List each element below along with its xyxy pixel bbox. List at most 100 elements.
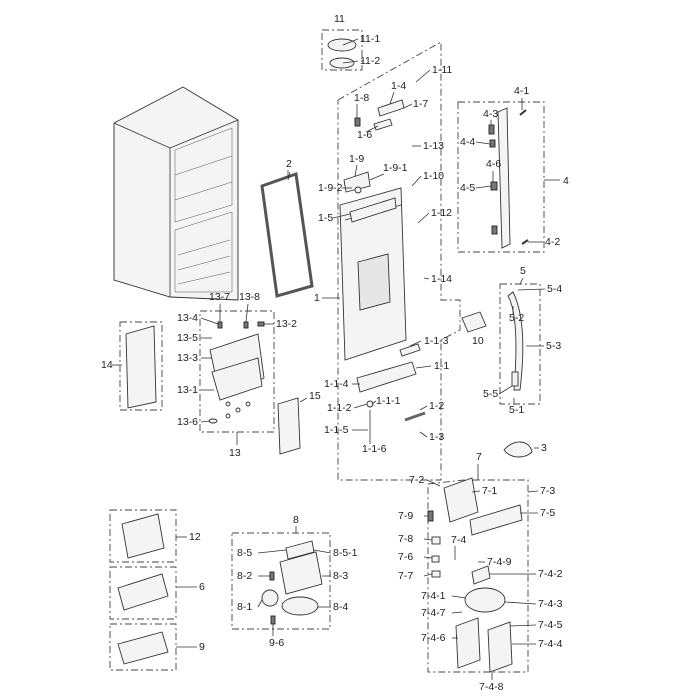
top-cap-parts (327, 38, 357, 69)
door-panel (339, 187, 407, 361)
door-gasket (260, 171, 314, 298)
part-label-1: 1 (314, 292, 320, 304)
part-label-14: 14 (101, 359, 113, 371)
part-label-8-5: 8-5 (237, 547, 252, 559)
dispenser-cover-parts (356, 343, 426, 440)
part-10 (461, 311, 487, 333)
ice-maker-assembly (208, 321, 265, 424)
part-label-1-3: 1-3 (429, 431, 444, 443)
part-label-8-1: 8-1 (237, 601, 252, 613)
part-label-8-3: 8-3 (333, 570, 348, 582)
part-label-2: 2 (286, 158, 292, 170)
part-label-3: 3 (541, 442, 547, 454)
part-label-7-8: 7-8 (398, 533, 413, 545)
part-label-4-6: 4-6 (486, 158, 501, 170)
part-label-7-4-5: 7-4-5 (538, 619, 563, 631)
assembly-7-parts (427, 477, 523, 673)
part-label-7-1: 7-1 (482, 485, 497, 497)
part-label-1-4: 1-4 (391, 80, 406, 92)
part-label-15: 15 (309, 390, 321, 402)
part-label-4-5: 4-5 (460, 182, 475, 194)
part-label-13-1: 13-1 (177, 384, 198, 396)
part-label-1-1-2: 1-1-2 (327, 402, 352, 414)
part-label-7-4-1: 7-4-1 (421, 590, 446, 602)
part-label-1-1-1: 1-1-1 (376, 395, 401, 407)
part-label-11-1: 11-1 (360, 33, 380, 45)
part-label-11: 11 (334, 13, 345, 25)
part-label-11-2: 11-2 (360, 55, 380, 67)
part-label-4-1: 4-1 (514, 85, 529, 97)
part-label-13-7: 13-7 (209, 291, 230, 303)
part-label-5: 5 (520, 265, 526, 277)
part-label-7-3: 7-3 (540, 485, 555, 497)
part-label-7-4-9: 7-4-9 (487, 556, 512, 568)
part-15 (277, 397, 301, 455)
part-label-13-5: 13-5 (177, 332, 198, 344)
part-label-5-1: 5-1 (509, 404, 524, 416)
part-label-1-1: 1-1 (434, 360, 449, 372)
part-label-1-10: 1-10 (423, 170, 444, 182)
part-14 (125, 325, 157, 409)
part-label-7-4-4: 7-4-4 (538, 638, 563, 650)
part-label-1-12: 1-12 (431, 207, 452, 219)
part-label-9: 9 (199, 641, 205, 653)
part-label-7-4-8: 7-4-8 (479, 681, 504, 693)
part-label-5-4: 5-4 (547, 283, 562, 295)
part-label-13-4: 13-4 (177, 312, 198, 324)
part-label-7-4-7: 7-4-7 (421, 607, 446, 619)
part-label-6: 6 (199, 581, 205, 593)
part-8-assembly (261, 540, 323, 625)
part-label-9-6: 9-6 (269, 637, 284, 649)
part-label-12: 12 (189, 531, 201, 543)
part-label-10: 10 (472, 335, 484, 347)
part-label-1-2: 1-2 (429, 400, 444, 412)
part-label-5-3: 5-3 (546, 340, 561, 352)
part-label-1-9: 1-9 (349, 153, 364, 165)
part-label-8-2: 8-2 (237, 570, 252, 582)
part-label-1-1-6: 1-1-6 (362, 443, 387, 455)
part-label-1-14: 1-14 (431, 273, 452, 285)
part-label-5-5: 5-5 (483, 388, 498, 400)
part-label-7-5: 7-5 (540, 507, 555, 519)
part-label-7-2: 7-2 (409, 474, 424, 486)
part-label-4-4: 4-4 (460, 136, 475, 148)
part-label-7-4-3: 7-4-3 (538, 598, 563, 610)
part-label-1-9-1: 1-9-1 (383, 162, 408, 174)
part-label-1-1-4: 1-1-4 (324, 378, 349, 390)
part-label-8-5-1: 8-5-1 (333, 547, 358, 559)
part-label-13-6: 13-6 (177, 416, 198, 428)
part-label-7-4-2: 7-4-2 (538, 568, 563, 580)
leader-lines (112, 38, 560, 680)
part-label-13-8: 13-8 (239, 291, 260, 303)
part-label-7-9: 7-9 (398, 510, 413, 522)
handle-trim-4 (488, 107, 529, 249)
part-label-1-7: 1-7 (413, 98, 428, 110)
part-label-1-13: 1-13 (423, 140, 444, 152)
part-label-1-1-5: 1-1-5 (324, 424, 349, 436)
part-label-1-9-2: 1-9-2 (318, 182, 343, 194)
part-label-7-7: 7-7 (398, 570, 413, 582)
part-label-4: 4 (563, 175, 569, 187)
part-label-8: 8 (293, 514, 299, 526)
part-label-1-8: 1-8 (354, 92, 369, 104)
part-label-1-5: 1-5 (318, 212, 333, 224)
part-label-4-3: 4-3 (483, 108, 498, 120)
refrigerator-cabinet (113, 86, 239, 301)
part-label-1-11: 1-11 (432, 64, 452, 76)
part-label-8-4: 8-4 (333, 601, 348, 613)
part-label-1-6: 1-6 (357, 129, 372, 141)
part-label-7-6: 7-6 (398, 551, 413, 563)
door-top-hardware (343, 99, 405, 223)
part-label-7: 7 (476, 451, 482, 463)
handle-5 (507, 291, 524, 391)
part-number-labels: 1111-111-21-111-81-41-71-61-131-91-9-11-… (101, 13, 569, 693)
part-label-13: 13 (229, 447, 241, 459)
part-label-7-4: 7-4 (451, 534, 466, 546)
part-label-5-2: 5-2 (509, 312, 524, 324)
part-3 (503, 441, 533, 458)
bins-12-6-9 (117, 513, 169, 665)
part-label-1-1-3: 1-1-3 (424, 335, 449, 347)
part-label-13-2: 13-2 (276, 318, 297, 330)
part-label-7-4-6: 7-4-6 (421, 632, 446, 644)
